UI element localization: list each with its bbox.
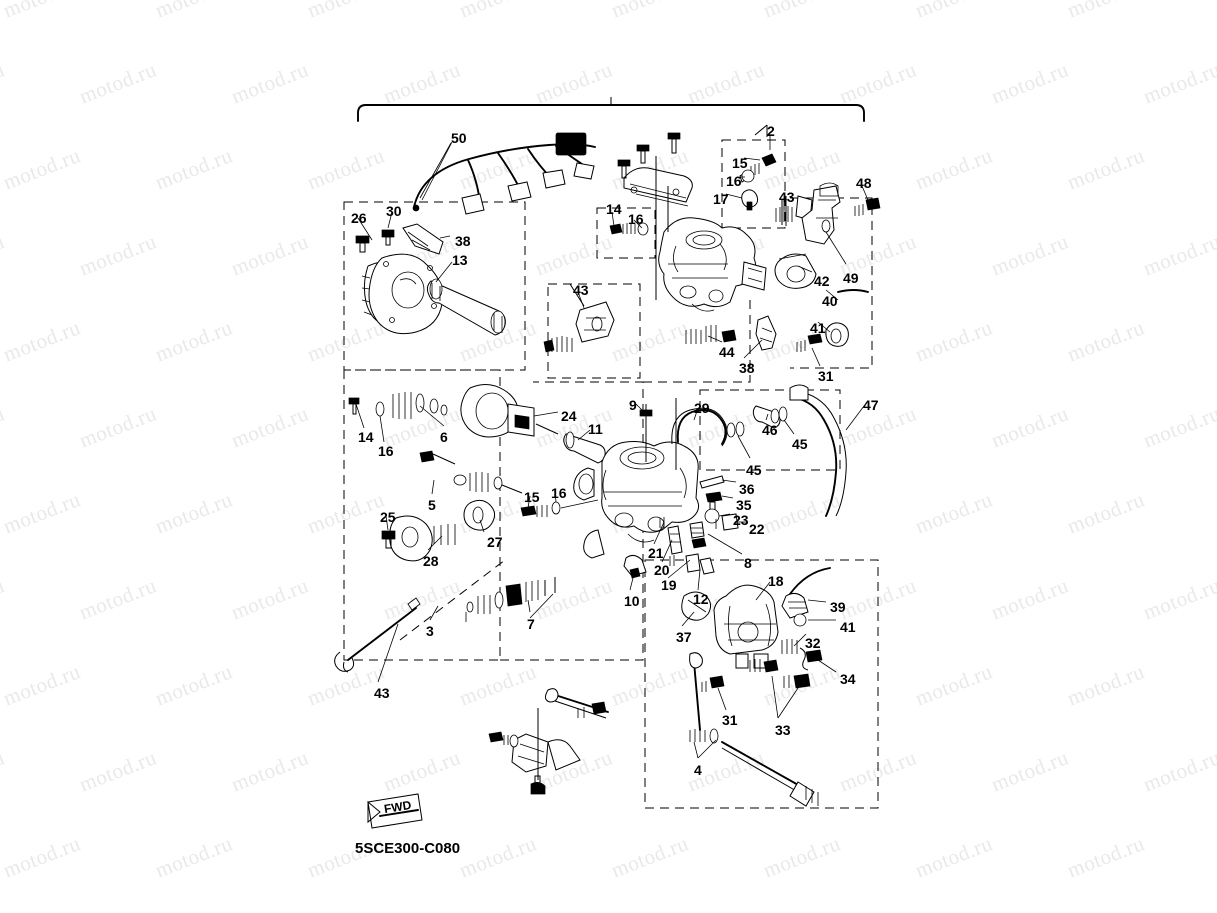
callout-number-50: 50 — [451, 130, 467, 146]
callout-number-26: 26 — [351, 210, 367, 226]
callout-number-21: 21 — [648, 545, 664, 561]
callout-number-41: 41 — [810, 320, 826, 336]
callout-number-14: 14 — [606, 201, 622, 217]
callout-number-16: 16 — [551, 485, 567, 501]
callout-number-7: 7 — [527, 616, 535, 632]
callout-number-44: 44 — [719, 344, 735, 360]
callout-number-22: 22 — [749, 521, 765, 537]
callout-number-43: 43 — [779, 189, 795, 205]
callout-number-3: 3 — [426, 623, 434, 639]
callout-number-30: 30 — [386, 203, 402, 219]
callout-number-4: 4 — [694, 762, 702, 778]
callout-number-18: 18 — [768, 573, 784, 589]
callout-number-16: 16 — [378, 443, 394, 459]
callout-number-25: 25 — [380, 509, 396, 525]
part-number-code: 5SCE300-C080 — [355, 840, 461, 857]
callout-number-12: 12 — [693, 591, 709, 607]
callout-number-9: 9 — [629, 397, 637, 413]
callout-number-24: 24 — [561, 408, 577, 424]
callout-number-28: 28 — [423, 553, 439, 569]
callout-number-16: 16 — [628, 211, 644, 227]
callout-number-39: 39 — [830, 599, 846, 615]
callout-number-46: 46 — [762, 422, 778, 438]
callout-number-33: 33 — [775, 722, 791, 738]
callout-number-13: 13 — [452, 252, 468, 268]
callout-number-45: 45 — [792, 436, 808, 452]
callout-number-41: 41 — [840, 619, 856, 635]
callout-number-11: 11 — [588, 421, 603, 437]
callout-number-5: 5 — [428, 497, 436, 513]
callout-number-32: 32 — [805, 635, 821, 651]
callout-number-49: 49 — [843, 270, 859, 286]
callout-number-2: 2 — [767, 123, 775, 139]
callout-number-36: 36 — [739, 481, 755, 497]
callout-number-10: 10 — [624, 593, 640, 609]
callout-number-19: 19 — [661, 577, 677, 593]
callout-number-8: 8 — [744, 555, 752, 571]
callout-number-27: 27 — [487, 534, 503, 550]
callout-number-34: 34 — [840, 671, 856, 687]
callout-number-15: 15 — [732, 155, 748, 171]
callout-number-16: 16 — [726, 173, 742, 189]
callout-number-31: 31 — [818, 368, 834, 384]
callout-number-45: 45 — [746, 462, 762, 478]
fwd-marker — [367, 793, 423, 829]
callout-number-38: 38 — [739, 360, 755, 376]
callout-number-14: 14 — [358, 429, 374, 445]
callout-number-48: 48 — [856, 175, 872, 191]
callout-number-35: 35 — [736, 497, 752, 513]
callout-number-31: 31 — [722, 712, 738, 728]
callout-number-47: 47 — [863, 397, 879, 413]
callout-number-23: 23 — [733, 512, 749, 528]
callout-number-29: 29 — [694, 400, 710, 416]
callout-number-43: 43 — [374, 685, 390, 701]
callout-number-40: 40 — [822, 293, 838, 309]
callout-number-6: 6 — [440, 429, 448, 445]
callout-number-37: 37 — [676, 629, 692, 645]
callout-number-20: 20 — [654, 562, 670, 578]
callout-number-15: 15 — [524, 489, 540, 505]
callout-number-38: 38 — [455, 233, 471, 249]
callout-number-43: 43 — [573, 282, 589, 298]
callout-number-42: 42 — [814, 273, 830, 289]
callout-number-17: 17 — [713, 191, 729, 207]
